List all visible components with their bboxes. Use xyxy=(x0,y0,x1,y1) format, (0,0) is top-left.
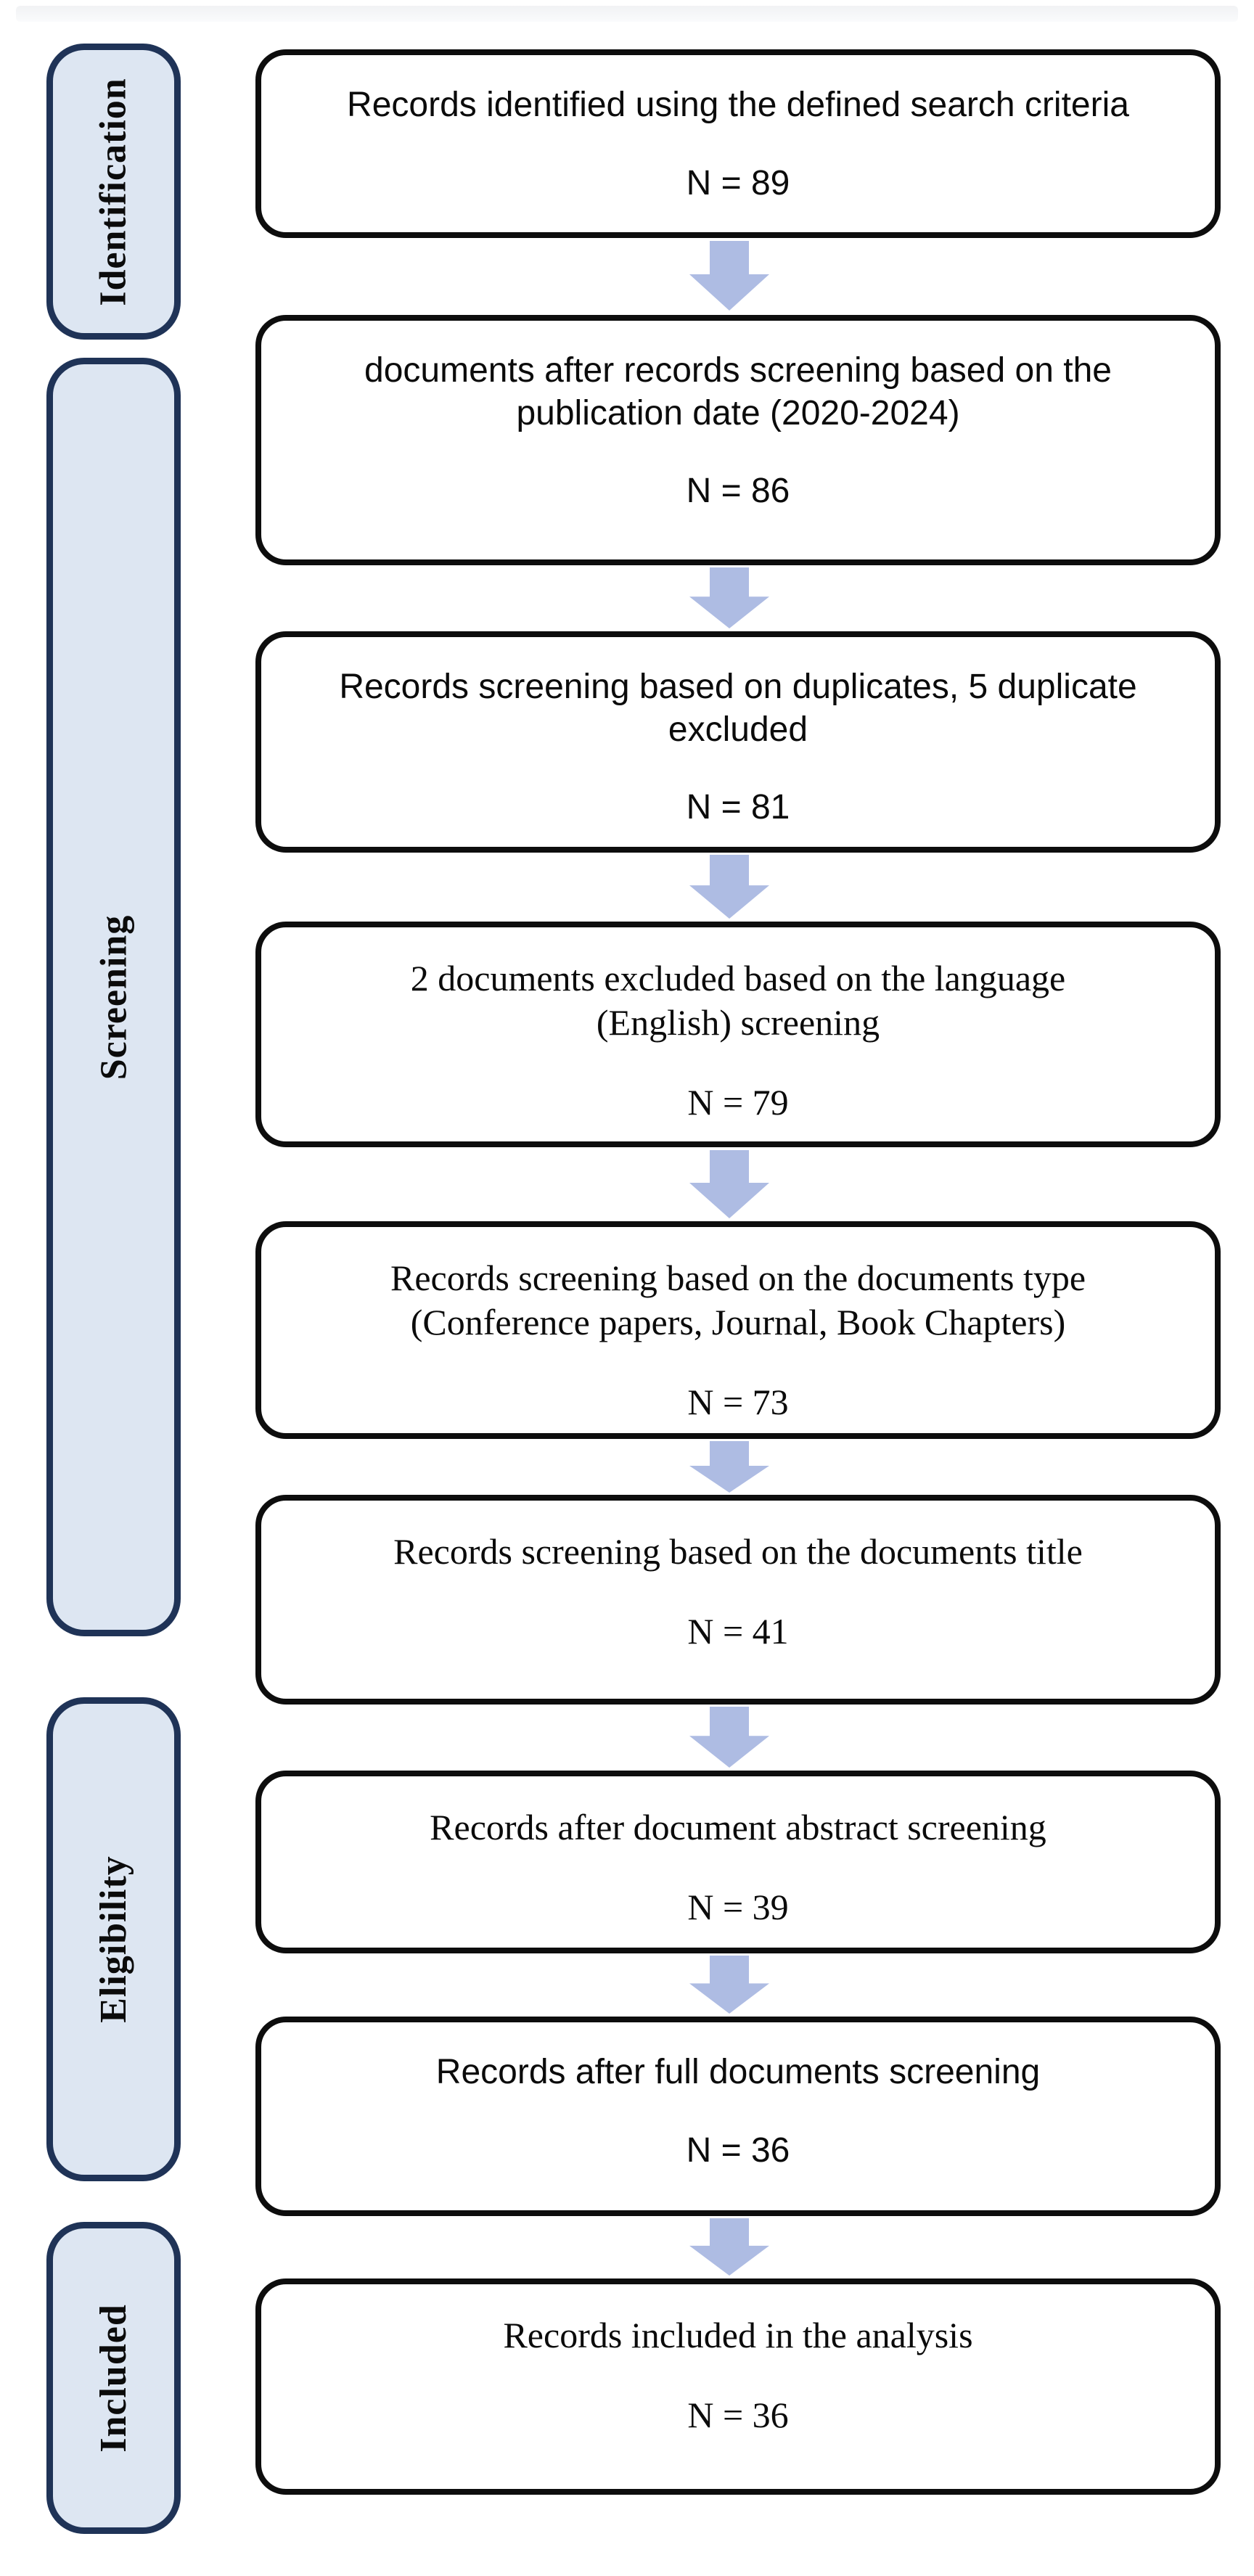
flow-box: 2 documents excluded based on the langua… xyxy=(255,922,1221,1147)
record-count: N = 81 xyxy=(686,788,790,827)
flow-box-text: documents after records screening based … xyxy=(364,351,1112,432)
stage-label: Identification xyxy=(93,77,135,306)
down-arrow-icon xyxy=(689,1956,769,2014)
down-arrow-icon xyxy=(689,1707,769,1768)
stage-label: Included xyxy=(93,2303,134,2453)
flow-box-text: Records screening based on the documents… xyxy=(390,1258,1086,1342)
flow-box-text: Records screening based on the documents… xyxy=(393,1531,1083,1572)
stage-band-included: Included xyxy=(46,2222,181,2534)
flow-box: Records included in the analysis N = 36 xyxy=(255,2278,1221,2495)
flow-box: Records screening based on duplicates, 5… xyxy=(255,631,1221,853)
stage-label: Eligibility xyxy=(93,1855,135,2023)
record-count: N = 41 xyxy=(687,1611,789,1652)
stage-band-screening: Screening xyxy=(46,358,181,1636)
flow-box-text: Records after document abstract screenin… xyxy=(430,1807,1046,1847)
flow-box: documents after records screening based … xyxy=(255,315,1221,565)
down-arrow-icon xyxy=(689,567,769,628)
record-count: N = 73 xyxy=(687,1382,789,1422)
record-count: N = 36 xyxy=(687,2395,789,2435)
record-count: N = 89 xyxy=(686,163,790,202)
flow-box-text: Records included in the analysis xyxy=(503,2315,973,2355)
flow-box-text: 2 documents excluded based on the langua… xyxy=(410,958,1066,1043)
stage-band-eligibility: Eligibility xyxy=(46,1697,181,2181)
down-arrow-icon xyxy=(689,2218,769,2276)
down-arrow-icon xyxy=(689,855,769,919)
record-count: N = 86 xyxy=(686,472,790,511)
flow-box-text: Records after full documents screening xyxy=(435,2053,1041,2091)
flow-box-text: Records identified using the defined sea… xyxy=(347,86,1129,124)
stage-band-identification: Identification xyxy=(46,44,181,340)
down-arrow-icon xyxy=(689,1441,769,1493)
flow-box: Records screening based on the documents… xyxy=(255,1495,1221,1705)
flow-box: Records identified using the defined sea… xyxy=(255,49,1221,238)
record-count: N = 39 xyxy=(687,1887,789,1927)
down-arrow-icon xyxy=(689,1150,769,1218)
flow-box: Records screening based on the documents… xyxy=(255,1221,1221,1439)
record-count: N = 79 xyxy=(687,1082,789,1123)
record-count: N = 36 xyxy=(686,2130,790,2170)
flow-box-text: Records screening based on duplicates, 5… xyxy=(339,668,1137,749)
flow-box: Records after full documents screening N … xyxy=(255,2017,1221,2216)
top-divider xyxy=(16,6,1238,22)
down-arrow-icon xyxy=(689,241,769,311)
flow-box: Records after document abstract screenin… xyxy=(255,1771,1221,1953)
stage-label: Screening xyxy=(93,914,134,1080)
